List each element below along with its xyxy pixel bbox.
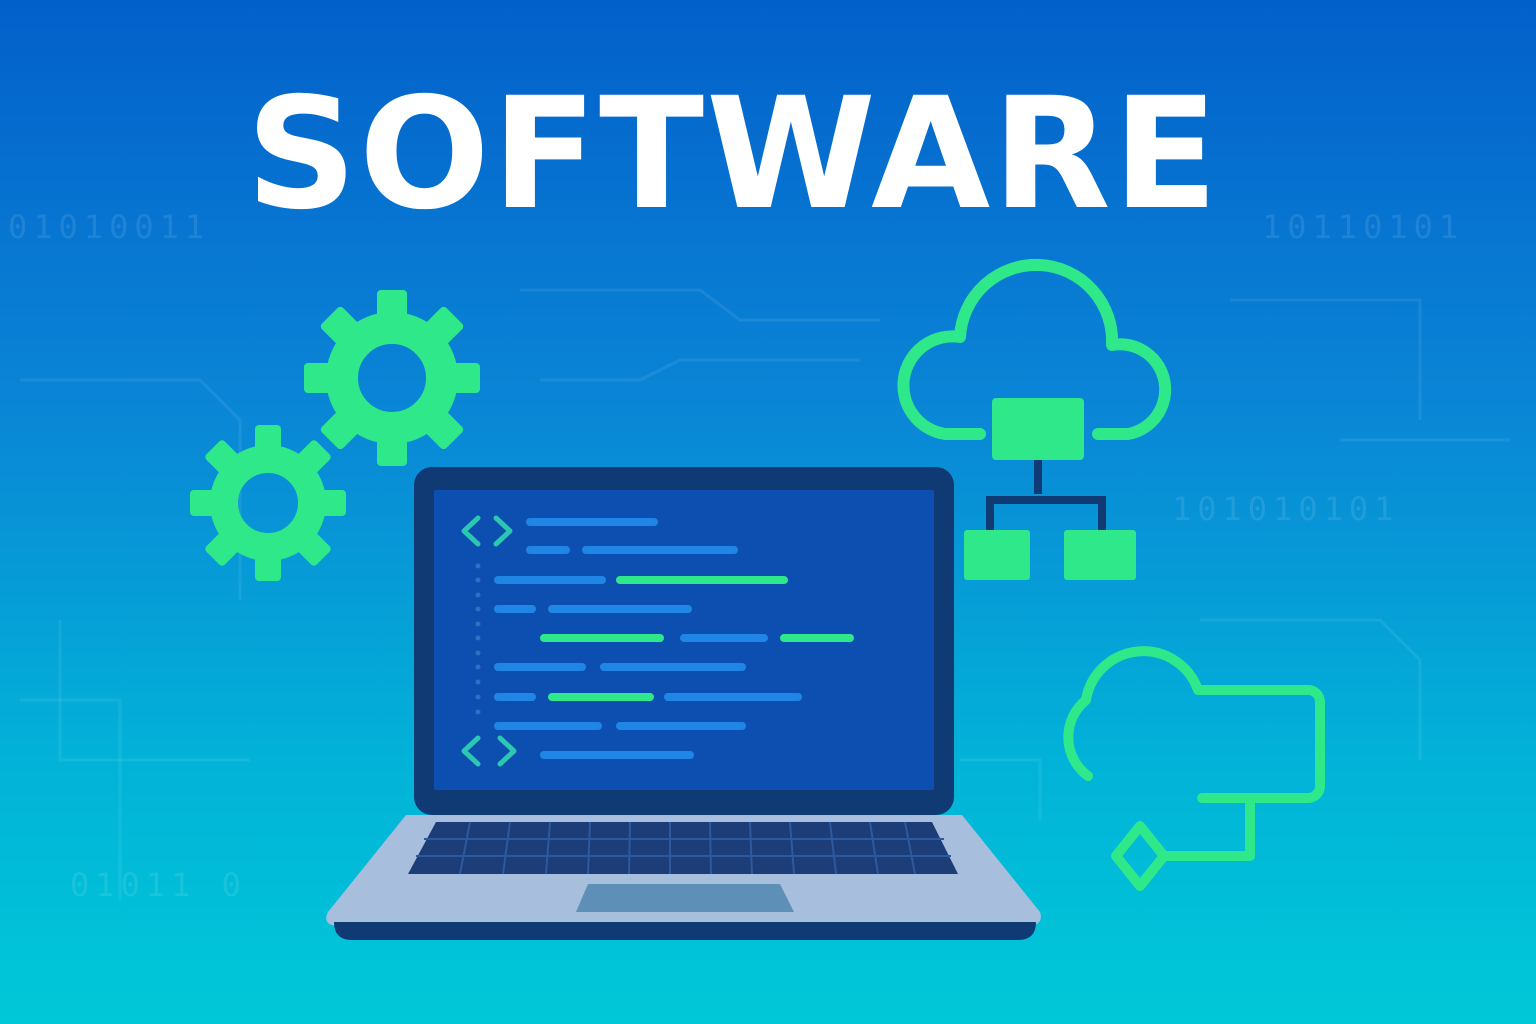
laptop-icon — [326, 467, 1041, 940]
cloud-network-icon — [897, 258, 1172, 580]
gear-icon — [190, 425, 346, 581]
bg-binary-2: 10110101 — [1262, 208, 1465, 246]
code-lines — [494, 518, 854, 759]
bg-binary-4: 01011 0 — [70, 866, 247, 904]
cloud-workflow-icon — [1063, 646, 1325, 891]
bg-binary-1: 01010011 — [8, 208, 211, 246]
code-brackets-icon — [461, 515, 517, 767]
trackpad — [576, 884, 794, 912]
page-title: SOFTWARE — [246, 65, 1220, 244]
keyboard — [408, 822, 958, 874]
circuit-background — [20, 288, 1510, 900]
gear-icon — [304, 290, 480, 466]
bg-binary-3: 101010101 — [1172, 490, 1400, 528]
line-gutter — [475, 563, 481, 715]
